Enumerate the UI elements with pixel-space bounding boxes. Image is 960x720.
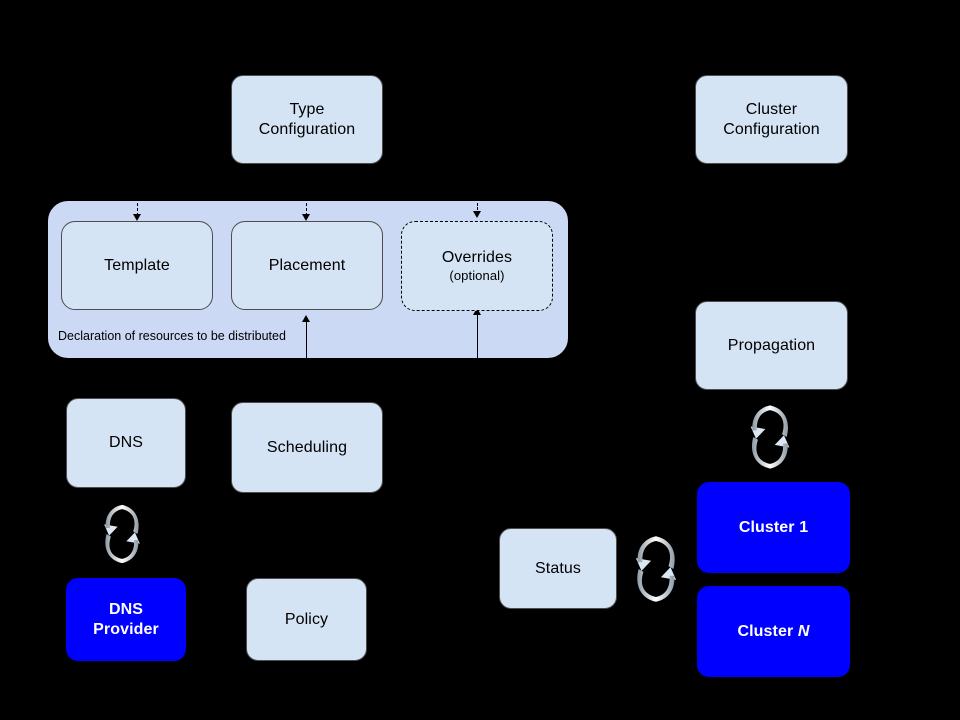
arrowhead-placement-up [302, 315, 310, 322]
cluster-n-prefix: Cluster [737, 622, 798, 640]
cluster-1-prefix: Cluster [738, 518, 800, 536]
cluster-n-suffix: N [797, 622, 810, 640]
template-label: Template [104, 256, 170, 274]
sync-icon-status [629, 527, 683, 611]
status-label: Status [535, 559, 581, 577]
connector-overrides-in [477, 203, 478, 214]
dns-provider-line1: DNS [108, 600, 144, 618]
node-cluster-1[interactable]: Cluster 1 [697, 482, 850, 573]
arrowhead-overrides-up [473, 308, 481, 315]
node-placement[interactable]: Placement [231, 221, 383, 310]
node-label: Type Configuration [259, 100, 355, 140]
node-label: Cluster Configuration [723, 100, 819, 140]
connector-template-in [137, 203, 138, 216]
arrowhead-overrides-in [473, 211, 481, 218]
cluster-configuration-line1: Cluster [745, 100, 798, 118]
dns-provider-line2: Provider [93, 620, 159, 638]
overrides-label: Overrides [441, 248, 513, 266]
arrowhead-template-in [133, 214, 141, 221]
node-cluster-n[interactable]: Cluster N [697, 586, 850, 677]
dns-label: DNS [108, 434, 144, 451]
node-label: DNS Provider [93, 600, 159, 640]
node-scheduling[interactable]: Scheduling [231, 402, 383, 493]
type-configuration-line2: Configuration [258, 120, 356, 138]
sync-icon-propagation [744, 396, 796, 478]
node-dns[interactable]: DNS [66, 398, 186, 488]
node-dns-provider[interactable]: DNS Provider [66, 578, 186, 661]
node-policy[interactable]: Policy [246, 578, 367, 661]
node-cluster-configuration[interactable]: Cluster Configuration [695, 75, 848, 164]
node-label: Overrides (optional) [442, 248, 512, 284]
sync-icon-dns [98, 498, 146, 570]
connector-placement-in [306, 203, 307, 216]
cluster-n-label: Cluster N [737, 622, 809, 642]
node-template[interactable]: Template [61, 221, 213, 310]
overrides-sublabel: (optional) [449, 267, 505, 283]
node-overrides[interactable]: Overrides (optional) [401, 221, 553, 311]
scheduling-label: Scheduling [266, 438, 348, 456]
node-type-configuration[interactable]: Type Configuration [231, 75, 383, 164]
cluster-1-suffix: 1 [799, 518, 809, 536]
arrowhead-placement-in [302, 214, 310, 221]
node-status[interactable]: Status [499, 528, 617, 609]
connector-placement-down [306, 318, 307, 358]
group-caption: Declaration of resources to be distribut… [58, 329, 286, 343]
placement-label: Placement [268, 256, 346, 274]
connector-overrides-down [477, 312, 478, 358]
cluster-1-label: Cluster 1 [739, 518, 808, 538]
policy-label: Policy [284, 610, 329, 628]
propagation-label: Propagation [727, 336, 816, 354]
cluster-configuration-line2: Configuration [723, 120, 820, 138]
node-propagation[interactable]: Propagation [695, 301, 848, 390]
type-configuration-line1: Type [289, 100, 325, 118]
